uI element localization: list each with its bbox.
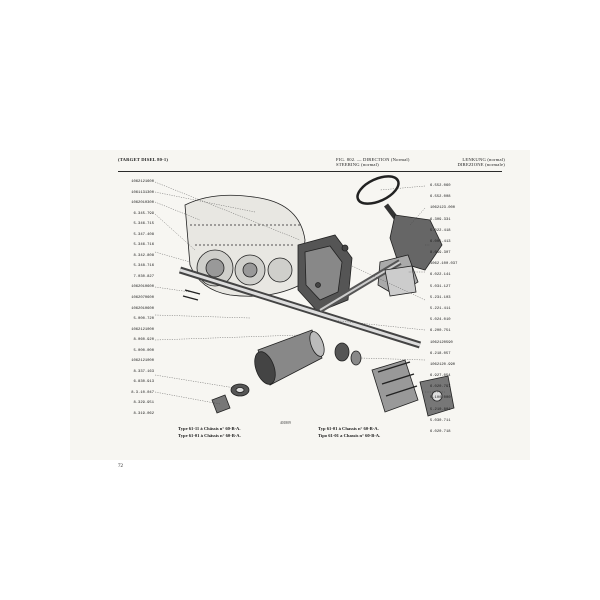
part-label: 6.020.718 [430, 430, 451, 434]
part-label: 5.022.418 [430, 228, 451, 233]
caption-left-line1: Type 61-11 à Châssis n° 60-B-A. [178, 426, 241, 431]
caption-left-line2: Type 61-01 à Châssis n° 60-B-A. [178, 433, 241, 438]
part-label: 6.001.413 [430, 239, 451, 244]
part-label: 5.210.801 [430, 407, 451, 412]
part-label: 8.337.163 [133, 369, 154, 374]
part-label: 5.231.103 [430, 295, 451, 300]
header-right-line2: DIREZIONE (normale) [457, 162, 505, 167]
part-label: 8.019.307 [430, 251, 451, 256]
part-label: 5.346.715 [133, 222, 154, 227]
part-label: 6.200.751 [430, 329, 451, 334]
part-label: 5.000.720 [133, 317, 154, 322]
part-label: 6.309.331 [430, 217, 451, 222]
part-label: 5.031.127 [430, 284, 451, 289]
page-number: 72 [118, 464, 123, 469]
part-label: 8.060.920 [133, 338, 154, 343]
header-right-line1: LENKUNG (normal) [462, 157, 505, 162]
part-label: 5.000.000 [133, 348, 154, 353]
part-label: 1062121000 [131, 359, 154, 364]
caption-right-line2: Tipo 61-01 a Chassis n° 60-B-A. [318, 433, 381, 438]
header-center-line2: STEERING (normal) [336, 162, 379, 167]
part-label: 6.020.797 [430, 385, 451, 390]
header-center: FIG. 802. — DIRECTION (Normal) STEERING … [336, 157, 410, 167]
part-label: 1061131300 [131, 190, 154, 195]
part-label: 1062070600 [131, 296, 154, 300]
header-right: LENKUNG (normal) DIREZIONE (normale) [430, 157, 505, 167]
part-label: 6.552.008 [430, 195, 451, 200]
part-label: 1062010600 [131, 306, 154, 311]
part-label: 1062123.000 [430, 206, 456, 211]
part-label: 5.348.716 [133, 264, 154, 269]
part-label: 6.927.054 [430, 374, 451, 379]
part-label: 5.221.411 [430, 307, 451, 311]
part-label: 1062121600 [131, 180, 154, 184]
part-label: 6.345.799 [133, 211, 154, 216]
part-label: 1062120590 [430, 340, 453, 345]
part-label: 5.024.010 [430, 318, 451, 323]
part-label: 8.329.951 [133, 401, 154, 406]
part-label: 6.552.060 [430, 184, 451, 188]
header-center-line1: FIG. 802. — DIRECTION (Normal) [336, 157, 410, 162]
part-label: 1062010300 [131, 201, 154, 206]
part-label: 1062010600 [131, 285, 154, 290]
part-label: 5.347.408 [133, 232, 154, 237]
header-rule [118, 171, 502, 172]
part-label: 7.030.827 [133, 274, 154, 279]
part-label: 8.342.808 [133, 253, 154, 258]
part-label: 8.319.062 [133, 412, 154, 416]
part-label: 5.346.716 [133, 243, 154, 248]
figure-number: 401809 [280, 421, 291, 425]
part-label: 1062.100.037 [430, 262, 458, 267]
header-left: (TARGET DISEL 80-1) [118, 157, 169, 162]
part-label: 8.3.10.047 [131, 390, 154, 395]
part-label: 6.022.141 [430, 273, 451, 278]
part-label: 1062120.990 [430, 362, 456, 367]
caption-right-line1: Typ 61-01 à Chassis n° 60-B-A. [318, 426, 379, 431]
part-label: 1062121000 [131, 327, 154, 332]
part-label: 6.218.057 [430, 351, 451, 356]
part-label: 5.030.711 [430, 418, 451, 423]
part-label: 6.830.913 [133, 380, 154, 385]
part-label: 5.100.000 [430, 396, 451, 401]
